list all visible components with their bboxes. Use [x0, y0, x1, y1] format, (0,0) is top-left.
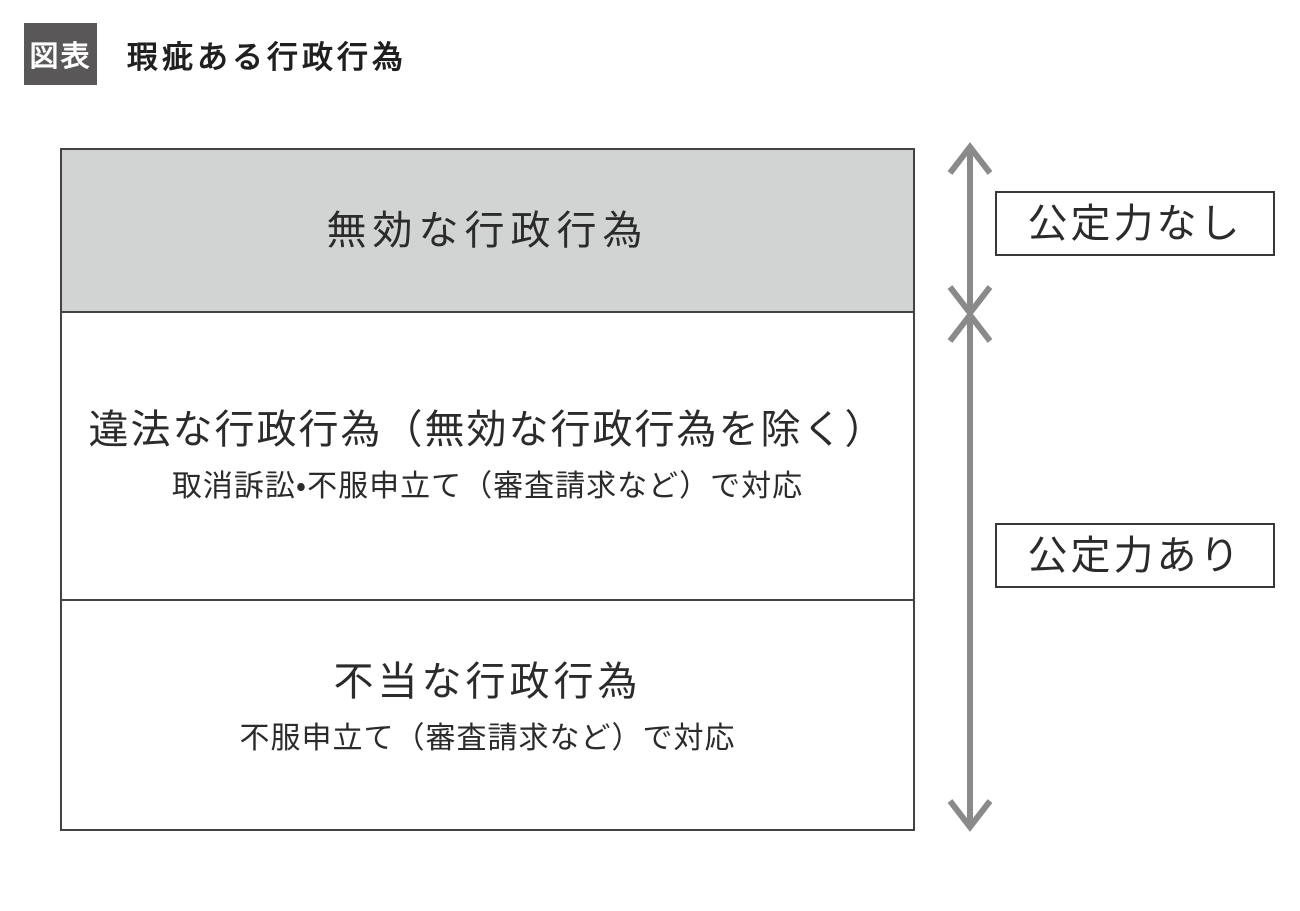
section-title: 無効な行政行為: [326, 208, 649, 253]
arrow-koteiryoku-ari: [947, 310, 993, 832]
section-unjust-act: 不当な行政行為 不服申立て（審査請求など）で対応: [62, 599, 913, 829]
arrow-koteiryoku-nashi: [947, 142, 993, 318]
administrative-acts-box: 無効な行政行為 違法な行政行為（無効な行政行為を除く） 取消訴訟・不服申立て（審…: [60, 148, 915, 831]
section-invalid-act: 無効な行政行為: [62, 150, 913, 311]
arrowhead-down-icon: [947, 799, 993, 832]
section-subtitle: 不服申立て（審査請求など）で対応: [239, 722, 736, 755]
section-title: 不当な行政行為: [333, 660, 642, 704]
arrowhead-up-icon: [947, 142, 993, 175]
figure-badge: 図表: [24, 23, 97, 85]
figure-title: 瑕疵ある行政行為: [127, 39, 407, 75]
arrowhead-up-icon: [947, 310, 993, 343]
label-koteiryoku-ari: 公定力あり: [995, 523, 1275, 588]
section-title: 違法な行政行為（無効な行政行為を除く）: [88, 408, 887, 452]
arrowhead-down-icon: [947, 285, 993, 318]
section-illegal-act: 違法な行政行為（無効な行政行為を除く） 取消訴訟・不服申立て（審査請求など）で対…: [62, 311, 913, 599]
label-koteiryoku-nashi: 公定力なし: [995, 191, 1275, 256]
section-subtitle: 取消訴訟・不服申立て（審査請求など）で対応: [171, 470, 804, 503]
